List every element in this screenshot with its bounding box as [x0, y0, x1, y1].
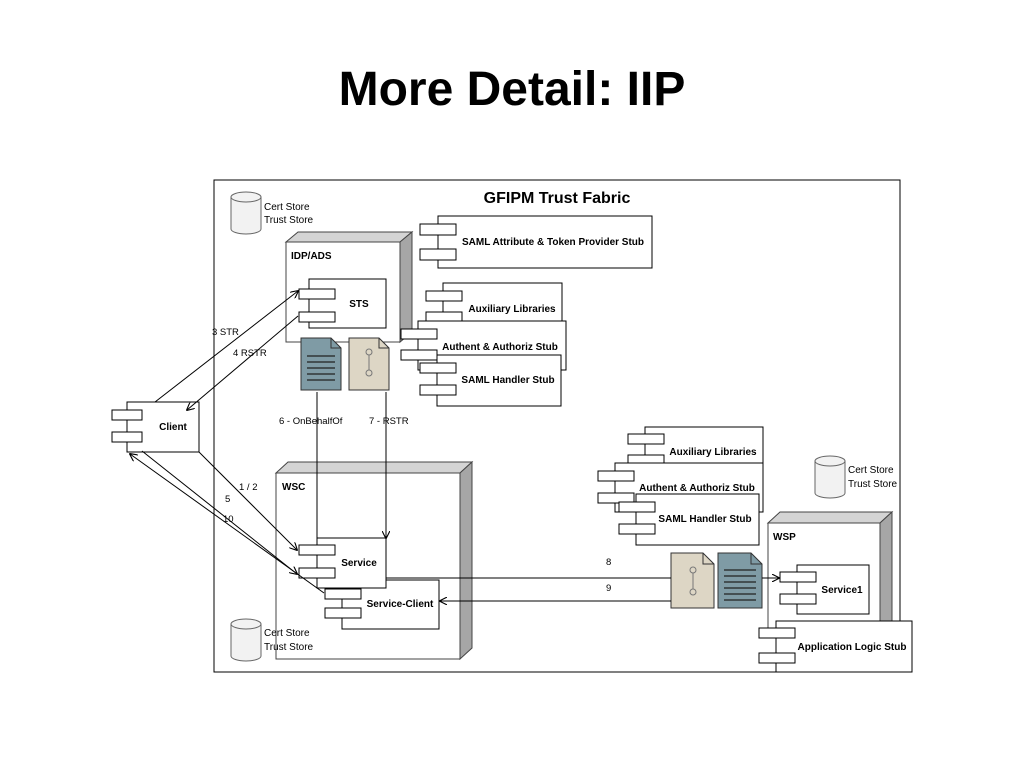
cert-store-label: Cert Store — [848, 465, 894, 476]
idp-authent-label: Authent & Authoriz Stub — [442, 342, 558, 353]
trust-store-label: Trust Store — [264, 215, 314, 226]
flow-9-label: 9 — [606, 583, 611, 594]
saml-attribute-stub-label: SAML Attribute & Token Provider Stub — [462, 237, 644, 248]
cert-store-bottom-left: Cert Store Trust Store — [230, 618, 314, 662]
service-client-component: Service-Client — [324, 579, 440, 630]
application-logic-label: Application Logic Stub — [798, 642, 907, 653]
sts-label: STS — [349, 299, 369, 310]
token-document-icon — [717, 552, 763, 609]
idp-saml-handler-stub: SAML Handler Stub — [419, 354, 562, 407]
cert-store-right: Cert Store Trust Store — [814, 455, 898, 499]
service-label: Service — [341, 558, 377, 569]
service1-component: Service1 — [779, 564, 870, 615]
token-document-icon — [300, 337, 342, 391]
flow-7-rstr-label: 7 - RSTR — [369, 416, 409, 427]
certificate-document-icon — [670, 552, 715, 609]
saml-attribute-stub: SAML Attribute & Token Provider Stub — [419, 215, 653, 269]
flow-1-2-label: 1 / 2 — [239, 482, 258, 493]
flow-4-rstr-arrow — [187, 315, 299, 410]
wsp-aux-label: Auxiliary Libraries — [669, 447, 757, 458]
flow-8-label: 8 — [606, 557, 611, 568]
wsp-saml-handler-stub: SAML Handler Stub — [618, 493, 760, 546]
database-icon — [230, 191, 262, 235]
trust-store-label: Trust Store — [848, 479, 898, 490]
flow-5-label: 5 — [225, 494, 230, 505]
wsp-authent-label: Authent & Authoriz Stub — [639, 483, 755, 494]
idp-node-label: IDP/ADS — [291, 251, 332, 262]
client-label: Client — [159, 422, 187, 433]
idp-saml-handler-label: SAML Handler Stub — [461, 375, 554, 386]
fabric-title: GFIPM Trust Fabric — [484, 190, 631, 207]
service-component: Service — [298, 537, 387, 589]
cert-store-label: Cert Store — [264, 202, 310, 213]
service1-label: Service1 — [821, 585, 863, 596]
flow-3-str-arrow — [154, 291, 298, 403]
wsc-node-label: WSC — [282, 482, 305, 493]
trust-store-label: Trust Store — [264, 642, 314, 653]
sts-component: STS — [298, 278, 387, 329]
flow-1-2-arrow — [198, 451, 297, 550]
certificate-document-icon — [348, 337, 390, 391]
flow-3-str-label: 3 STR — [212, 327, 239, 338]
flow-5-arrow — [141, 450, 297, 574]
flow-arrows — [130, 291, 779, 601]
cert-store-label: Cert Store — [264, 628, 310, 639]
database-icon — [814, 455, 846, 499]
idp-aux-label: Auxiliary Libraries — [468, 304, 556, 315]
service-client-label: Service-Client — [367, 599, 434, 610]
flow-6-onbehalfof-label: 6 - OnBehalfOf — [279, 416, 343, 427]
flow-10-arrow — [130, 454, 325, 594]
client-component: Client — [111, 401, 200, 453]
application-logic-stub: Application Logic Stub — [758, 620, 913, 673]
slide-title: More Detail: IIP — [338, 63, 686, 116]
wsp-node-label: WSP — [773, 532, 796, 543]
cert-store-top-left: Cert Store Trust Store — [230, 191, 314, 235]
flow-4-rstr-label: 4 RSTR — [233, 348, 267, 359]
database-icon — [230, 618, 262, 662]
wsp-saml-handler-label: SAML Handler Stub — [658, 514, 751, 525]
flow-10-label: 10 — [223, 514, 234, 525]
